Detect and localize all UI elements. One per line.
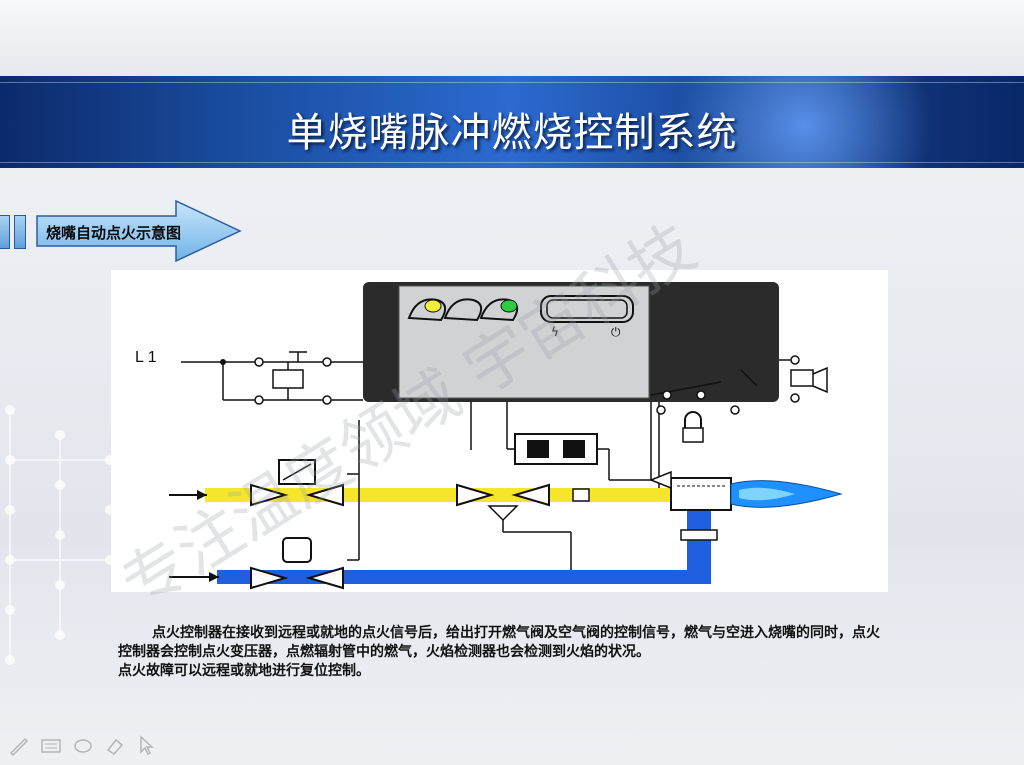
section-marker: [14, 215, 26, 249]
power-symbol: ⏻: [611, 325, 621, 339]
section-label: 烧嘴自动点火示意图: [46, 224, 182, 242]
lightning-symbol: ϟ: [551, 325, 559, 339]
decorative-dot-network: [5, 405, 115, 665]
gas-regulating-valve: [456, 483, 550, 507]
line-l1-label: L 1: [135, 349, 157, 366]
ignition-diagram-svg: L 1 ϟ ⏻: [135, 282, 843, 590]
description: 点火控制器在接收到远程或就地的点火信号后，给出打开燃气阀及空气阀的控制信号，燃气…: [118, 624, 893, 681]
air-line: [217, 570, 711, 584]
led-green: [500, 299, 518, 313]
reset-button: [540, 295, 634, 323]
air-valve: [250, 566, 344, 590]
section-arrow-tag: [36, 200, 242, 262]
gas-orifice: [572, 488, 590, 502]
status-lamp-2: [443, 298, 483, 322]
description-paragraph-1: 点火控制器在接收到远程或就地的点火信号后，给出打开燃气阀及空气阀的控制信号，燃气…: [118, 625, 880, 660]
arrow-shape: [36, 200, 242, 262]
section-marker: [0, 215, 10, 249]
ellipse-icon[interactable]: [72, 734, 94, 756]
presentation-toolbar: [8, 732, 158, 758]
reset-button-inner: [546, 299, 628, 319]
banner-stripe: [0, 162, 1024, 163]
title-banner: [0, 76, 1024, 168]
description-paragraph-2: 点火故障可以远程或就地进行复位控制。: [118, 663, 370, 679]
burner-body: [670, 477, 732, 511]
air-riser: [687, 508, 711, 584]
ignition-diagram: L 1 ϟ ⏻: [111, 270, 888, 592]
keyboard-icon[interactable]: [40, 734, 62, 756]
pointer-icon[interactable]: [136, 734, 158, 756]
eraser-icon[interactable]: [104, 734, 126, 756]
lock-icon: [684, 411, 702, 430]
pen-icon[interactable]: [8, 734, 30, 756]
led-yellow: [424, 299, 442, 313]
top-band: [0, 0, 1024, 76]
slide-title: 单烧嘴脉冲燃烧控制系统: [286, 110, 738, 156]
banner-stripe: [0, 82, 1024, 83]
globe-glow: [644, 76, 964, 168]
gas-solenoid-valve: [250, 483, 344, 507]
lock-body: [682, 427, 704, 443]
